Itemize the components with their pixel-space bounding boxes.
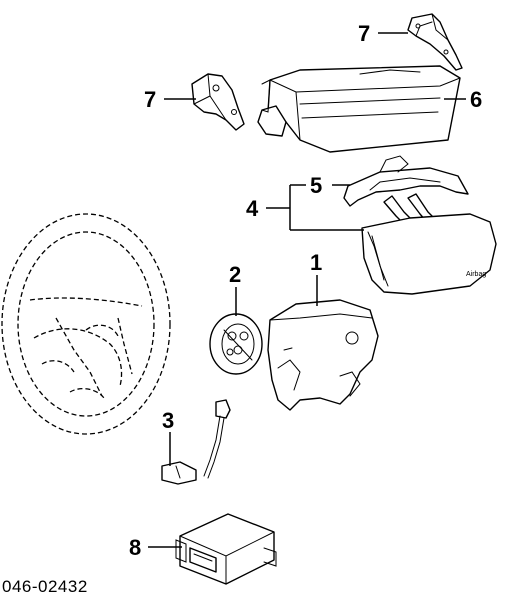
steering-wheel-outline xyxy=(1,213,171,435)
airbag-cover: Airbag xyxy=(361,213,497,295)
callout-1: 1 xyxy=(310,250,322,275)
diagram-code: 046-02432 xyxy=(2,577,88,596)
airbag-sensor-wire xyxy=(161,399,231,485)
callout-5: 5 xyxy=(310,173,322,198)
callout-3: 3 xyxy=(162,408,174,433)
leader-lines xyxy=(148,32,466,548)
callout-4: 4 xyxy=(246,196,259,221)
callout-2: 2 xyxy=(229,262,241,287)
callout-8: 8 xyxy=(129,535,141,560)
bracket-middle xyxy=(191,73,245,131)
bracket-top xyxy=(407,13,463,71)
passenger-airbag-module xyxy=(257,65,461,153)
callout-7-middle: 7 xyxy=(144,87,156,112)
spiral-cable xyxy=(209,313,263,375)
airbag-control-unit xyxy=(175,513,277,585)
steering-wheel-pad xyxy=(267,299,379,411)
airbag-stamp: Airbag xyxy=(466,271,486,278)
callout-7-top: 7 xyxy=(358,21,370,46)
callout-6: 6 xyxy=(470,87,482,112)
